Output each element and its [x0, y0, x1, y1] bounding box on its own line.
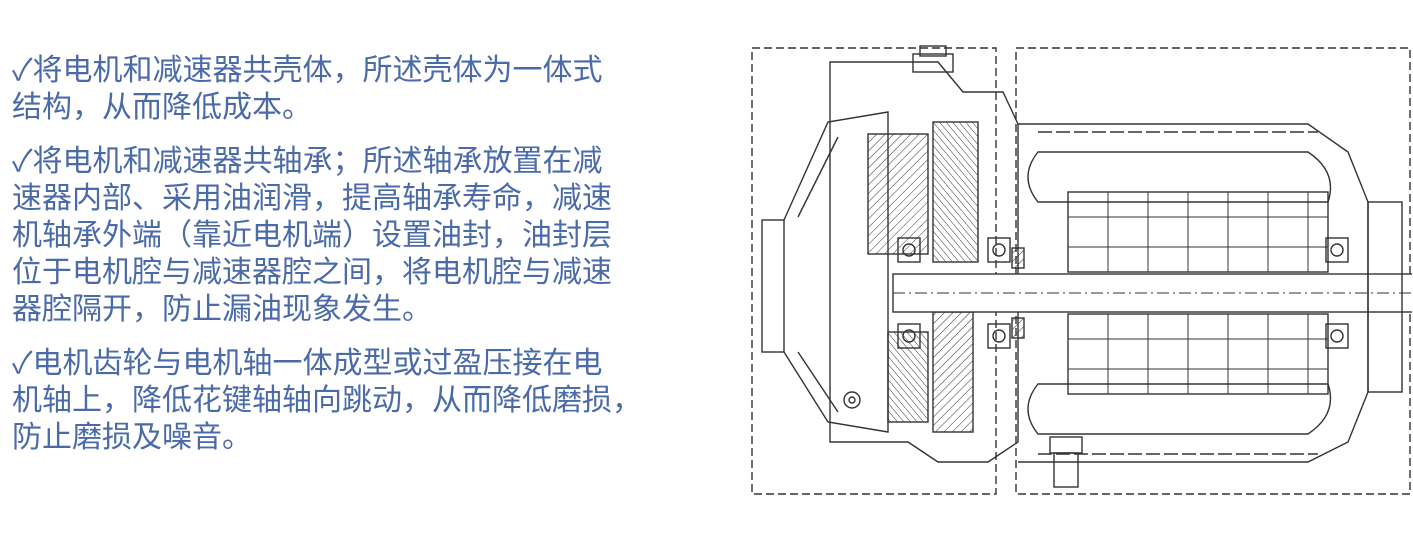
bearing-mid-upper	[987, 237, 1011, 263]
bearing-right-lower	[1325, 323, 1349, 349]
output-flange	[761, 219, 785, 353]
cross-section-svg	[751, 45, 1412, 495]
check-icon: ✓	[12, 144, 33, 179]
oil-seal-lower	[1011, 317, 1025, 339]
feature-text: 将电机和减速器共轴承；所述轴承放置在减 速器内部、采用油润滑，提高轴承寿命，减速…	[12, 144, 612, 327]
feature-list: ✓将电机和减速器共壳体，所述壳体为一体式 结构，从而降低成本。 ✓将电机和减速器…	[12, 52, 712, 473]
feature-point-gear: ✓电机齿轮与电机轴一体成型或过盈压接在电 机轴上，降低花键轴轴向跳动，从而降低磨…	[12, 345, 712, 456]
feature-text: 将电机和减速器共壳体，所述壳体为一体式 结构，从而降低成本。	[12, 53, 603, 125]
reducer-housing	[829, 61, 1019, 463]
feature-text: 电机齿轮与电机轴一体成型或过盈压接在电 机轴上，降低花键轴轴向跳动，从而降低磨损…	[12, 346, 642, 455]
stator-winding-upper	[1027, 151, 1332, 203]
bearing-left-upper	[897, 237, 921, 263]
rotor-core-lower	[1067, 313, 1329, 395]
drain-plug	[1049, 436, 1083, 454]
rotor-core-upper	[1067, 191, 1329, 273]
gear-upper	[867, 133, 929, 255]
stator-winding-lower	[1027, 383, 1332, 435]
bearing-right-upper	[1325, 237, 1349, 263]
bearing-mid-lower	[987, 323, 1011, 349]
check-icon: ✓	[12, 346, 33, 381]
reducer-end-cover	[783, 111, 889, 433]
motor-reducer-cross-section-drawing	[748, 42, 1412, 498]
gear-lower-2	[932, 311, 974, 433]
gear-lower	[887, 331, 929, 423]
reducer-dashed-boundary	[751, 47, 997, 495]
feature-point-housing: ✓将电机和减速器共壳体，所述壳体为一体式 结构，从而降低成本。	[12, 52, 712, 126]
gear-upper-2	[932, 121, 979, 263]
bearing-left-lower	[897, 323, 921, 349]
check-icon: ✓	[12, 53, 33, 88]
feature-point-bearing: ✓将电机和减速器共轴承；所述轴承放置在减 速器内部、采用油润滑，提高轴承寿命，减…	[12, 143, 712, 328]
motor-dashed-boundary	[1015, 47, 1411, 495]
oil-seal-upper	[1011, 247, 1025, 269]
bolt-left	[843, 391, 861, 409]
